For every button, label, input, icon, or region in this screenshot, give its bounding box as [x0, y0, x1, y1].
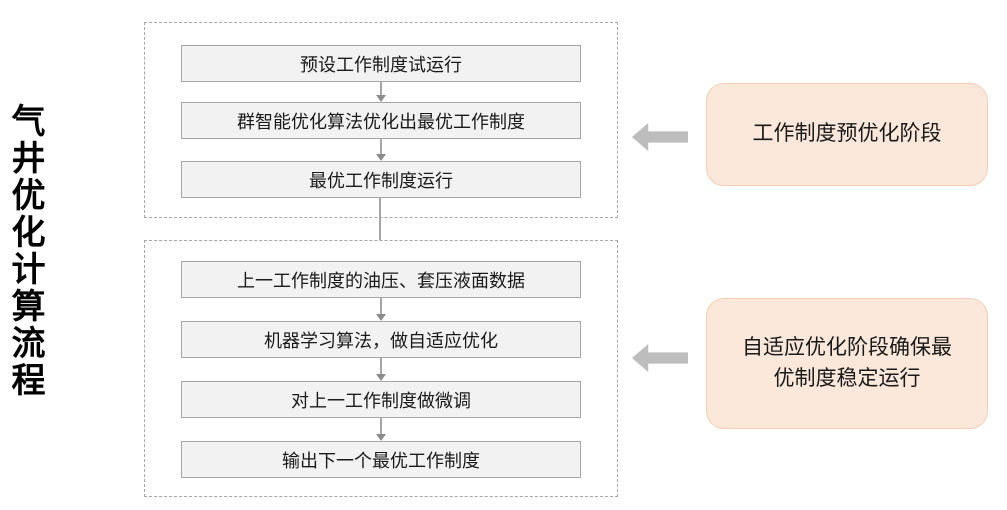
left-block-arrow-icon: [632, 344, 688, 372]
down-arrow-connector: [376, 418, 386, 441]
flow-step-machine-learning: 机器学习算法，做自适应优化: [181, 321, 581, 358]
flow-step-optimal-run: 最优工作制度运行: [181, 161, 581, 198]
left-block-arrow-icon: [632, 123, 688, 151]
flow-step-label: 输出下一个最优工作制度: [282, 450, 480, 471]
stage2-group: 上一工作制度的油压、套压液面数据 机器学习算法，做自适应优化 对上一工作制度做微…: [144, 240, 618, 497]
flow-step-label: 上一工作制度的油压、套压液面数据: [237, 270, 525, 291]
flow-step-label: 最优工作制度运行: [309, 170, 453, 191]
flow-step-label: 预设工作制度试运行: [300, 54, 462, 75]
flow-step-preset-trial-run: 预设工作制度试运行: [181, 45, 581, 82]
flow-step-swarm-optimization: 群智能优化算法优化出最优工作制度: [181, 102, 581, 139]
stage2-callout: 自适应优化阶段确保最优制度稳定运行: [706, 298, 988, 429]
stage1-callout: 工作制度预优化阶段: [706, 83, 988, 186]
down-arrow-connector: [376, 358, 386, 381]
flow-step-fine-tune: 对上一工作制度做微调: [181, 381, 581, 418]
flow-step-output-next-optimal: 输出下一个最优工作制度: [181, 441, 581, 478]
flow-step-label: 机器学习算法，做自适应优化: [264, 330, 498, 351]
flow-step-label: 对上一工作制度做微调: [291, 390, 471, 411]
down-arrow-connector: [376, 298, 386, 321]
stage1-callout-label: 工作制度预优化阶段: [752, 122, 942, 146]
stage2-callout-label: 自适应优化阶段确保最优制度稳定运行: [742, 336, 952, 390]
flow-step-label: 群智能优化算法优化出最优工作制度: [237, 111, 525, 132]
down-arrow-connector: [376, 139, 386, 161]
stage1-group: 预设工作制度试运行 群智能优化算法优化出最优工作制度 最优工作制度运行: [144, 22, 618, 218]
diagram-title: 气井优化计算流程: [6, 103, 44, 399]
flow-step-previous-data: 上一工作制度的油压、套压液面数据: [181, 261, 581, 298]
down-arrow-connector: [376, 82, 386, 102]
